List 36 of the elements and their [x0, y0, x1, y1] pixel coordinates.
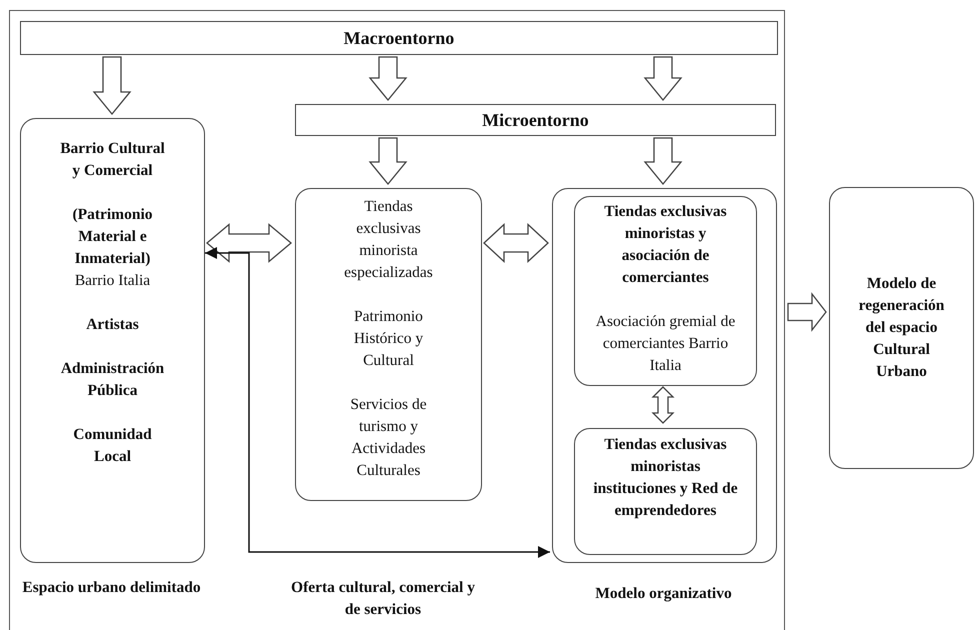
node-text: Asociación gremial de comerciantes Barrio Italia	[594, 312, 736, 376]
caption-text: Oferta cultural, comercial y de servicios	[290, 578, 476, 620]
block-arrow	[787, 292, 827, 332]
node-text: (Patrimonio Material e Inmaterial) Barrio Italia	[71, 205, 154, 291]
rounded-box	[20, 118, 205, 563]
node-text: Patrimonio Histórico y Cultural	[352, 307, 424, 371]
block-arrow	[206, 223, 292, 263]
caption-text: Espacio urbano delimitado	[21, 578, 202, 598]
node-text: Servicios de turismo y Actividades Culturales	[349, 395, 428, 481]
block-arrow	[644, 137, 682, 186]
block-arrow	[651, 386, 675, 424]
node-text: Comunidad Local	[72, 425, 153, 467]
node-text: Barrio Cultural y Comercial	[59, 139, 166, 181]
node-text: Macroentorno	[344, 27, 454, 49]
rounded-box	[574, 196, 757, 386]
block-arrow	[368, 137, 408, 186]
node-text: Artistas	[86, 315, 139, 335]
block-arrow	[644, 56, 682, 102]
node-text: Microentorno	[482, 109, 589, 131]
frame-border	[9, 10, 785, 630]
connector-arrow	[205, 247, 550, 558]
title-bar	[295, 104, 776, 136]
node-text: Tiendas exclusivas minoristas instituciones y Red de emprendedores	[592, 435, 739, 521]
rounded-box	[574, 428, 757, 555]
node-text: Modelo de regeneración del espacio Cultural Urbano	[858, 274, 946, 382]
block-arrow	[368, 56, 408, 102]
caption-text: Modelo organizativo	[594, 584, 733, 604]
rounded-box	[829, 187, 974, 469]
rounded-box	[552, 188, 777, 563]
block-arrow	[483, 223, 549, 263]
block-arrow	[92, 56, 132, 116]
title-bar	[20, 21, 778, 55]
node-text: Administración Pública	[60, 359, 166, 401]
node-text: Tiendas exclusivas minorista especializadas	[343, 197, 434, 283]
rounded-box	[295, 188, 482, 501]
node-text: Tiendas exclusivas minoristas y asociación de comerciantes	[603, 202, 728, 288]
